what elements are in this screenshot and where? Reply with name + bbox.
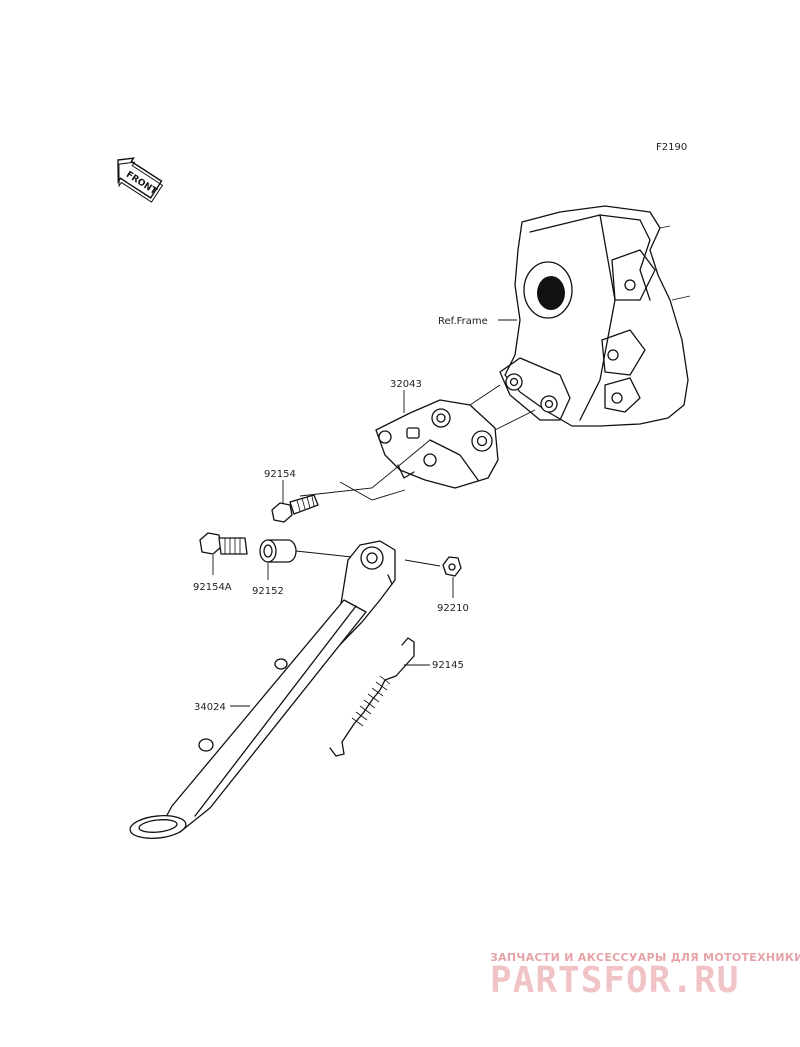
watermark: ЗАПЧАСТИ И АКСЕССУАРЫ ДЛЯ МОТОТЕХНИКИ PA… [490,951,800,1001]
spring-92145 [329,637,415,757]
collar-92152 [259,539,297,563]
part-label-92154a: 92154A [193,582,232,593]
figure-code: F2190 [656,142,687,153]
bracket-32043 [375,399,499,489]
part-label-92145: 92145 [432,660,464,671]
side-stand-34024 [129,540,396,839]
bolt-92154 [271,494,319,523]
front-arrow-icon: FRONT [117,157,164,203]
part-label-34024: 34024 [194,702,226,713]
frame-ref-label: Ref.Frame [438,316,488,327]
part-label-92210: 92210 [437,603,469,614]
part-label-92154: 92154 [264,469,296,480]
frame-reference [499,205,691,427]
bolt-92154a [199,532,248,555]
part-label-32043: 32043 [390,379,422,390]
watermark-tagline: ЗАПЧАСТИ И АКСЕССУАРЫ ДЛЯ МОТОТЕХНИКИ [490,951,800,964]
watermark-logo: PARTSFOR.RU [490,960,739,1001]
part-label-92152: 92152 [252,586,284,597]
nut-92210 [442,556,462,577]
